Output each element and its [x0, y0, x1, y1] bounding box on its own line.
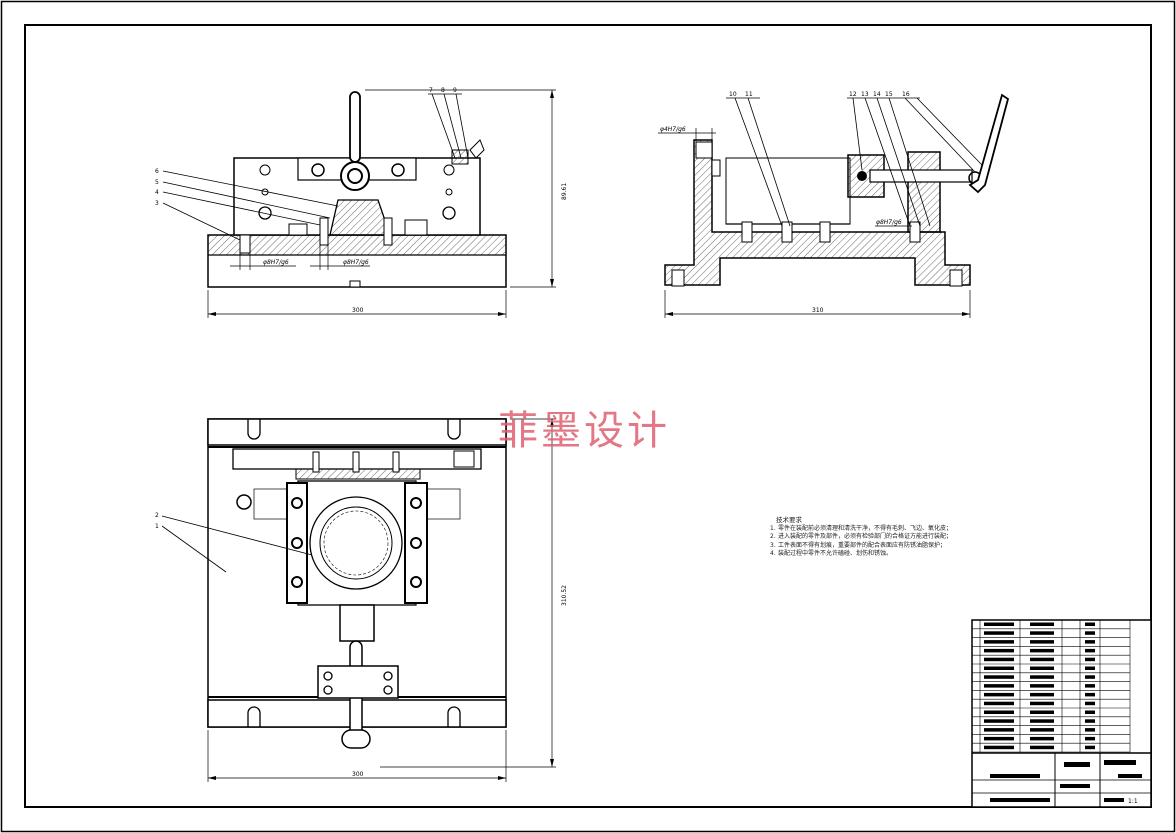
side-label-10: 10 [729, 91, 737, 98]
bom-row-code [984, 710, 1014, 714]
bom-row-code [984, 745, 1014, 750]
bom-row-qty [1085, 684, 1095, 688]
bom-row-code [984, 701, 1014, 706]
side-fit-inner: φ8H7/g6 [876, 219, 902, 226]
bom-row-name [1030, 710, 1054, 714]
bom-row-qty [1085, 701, 1095, 706]
side-clamp-handle [968, 93, 1010, 194]
bom-row-name [1030, 719, 1054, 723]
bom-row-code [984, 692, 1014, 697]
technical-requirements: 技术要求 1.零件在装配前必须清理和清洗干净，不得有毛刺、飞边、氧化皮； 2.进… [770, 516, 952, 559]
bom-row-qty [1085, 692, 1095, 697]
bom-row-qty [1085, 719, 1095, 723]
side-label-13: 13 [861, 91, 869, 98]
bom-row-code [984, 640, 1014, 644]
bom-row-code [984, 675, 1014, 679]
tech-title: 技术要求 [776, 516, 802, 524]
tech-item: 3.工件表面不得有划痕，重要部件的配合表面应有防锈油脂保护； [770, 542, 952, 551]
bom-row-name [1030, 745, 1054, 750]
front-label-9: 9 [453, 87, 457, 94]
side-label-16: 16 [902, 91, 910, 98]
tech-item-num: 2. [770, 533, 776, 540]
bom-row-name [1030, 684, 1054, 688]
bom-row-code [984, 728, 1014, 732]
bom-row-name [1030, 640, 1054, 644]
front-fit-left: φ8H7/g6 [263, 259, 289, 266]
tech-item: 1.零件在装配前必须清理和清洗干净，不得有毛刺、飞边、氧化皮； [770, 525, 952, 534]
front-label-3: 3 [155, 200, 159, 207]
side-width-dim: 310 [812, 307, 824, 314]
side-label-11: 11 [745, 91, 753, 98]
side-label-14: 14 [873, 91, 881, 98]
tech-item-text: 装配过程中零件不允许磕碰、划伤和锈蚀。 [778, 550, 893, 557]
bom-row-code [984, 684, 1014, 688]
bom-row-name [1030, 631, 1054, 635]
bom-row-name [1030, 675, 1054, 679]
bom-row-qty [1085, 728, 1095, 732]
title-block-scale: 1:1 [1128, 798, 1138, 805]
bom-row-name [1030, 657, 1054, 662]
inner-frame [24, 24, 1152, 808]
plan-width-dim: 300 [352, 771, 364, 778]
plan-label-2: 2 [155, 512, 159, 519]
side-label-12: 12 [849, 91, 857, 98]
front-width-dim: 300 [352, 307, 364, 314]
front-label-6: 6 [155, 168, 159, 175]
bom-row-qty [1085, 622, 1095, 626]
tech-item-num: 1. [770, 524, 776, 532]
tech-item-text: 工件表面不得有划痕，重要部件的配合表面应有防锈油脂保护； [778, 541, 947, 549]
bom-row-qty [1085, 710, 1095, 714]
tech-item-text: 零件在装配前必须清理和清洗干净，不得有毛刺、飞边、氧化皮； [778, 524, 953, 532]
bom-row-qty [1085, 640, 1095, 644]
bom-row-name [1030, 648, 1054, 653]
front-clamp-handle [349, 91, 361, 163]
bom-row-code [984, 736, 1014, 741]
bom-row-qty [1085, 648, 1095, 653]
front-label-7: 7 [429, 87, 433, 94]
bom-row-code [984, 622, 1014, 626]
bom-row-qty [1085, 745, 1095, 750]
bom-row-name [1030, 666, 1054, 670]
bom-row-qty [1085, 736, 1095, 741]
tech-item: 4.装配过程中零件不允许磕碰、划伤和锈蚀。 [770, 550, 952, 559]
bom-row-code [984, 657, 1014, 662]
side-fit-top: φ4H7/g6 [660, 126, 686, 133]
bom-row-code [984, 666, 1014, 670]
bom-rows [972, 620, 1131, 753]
tech-item: 2.进入装配的零件及部件，必须有检验部门的合格证方能进行装配； [770, 533, 952, 542]
bom-row-code [984, 631, 1014, 635]
bom-row-qty [1085, 666, 1095, 670]
title-block: 1:1 [971, 619, 1152, 808]
bom-row-name [1030, 728, 1054, 732]
bom-row-name [1030, 692, 1054, 697]
watermark-text: 菲墨设计 [498, 408, 670, 454]
plan-label-1: 1 [155, 523, 159, 530]
front-height-dim: 89.61 [561, 183, 568, 200]
bom-row-qty [1085, 631, 1095, 635]
bom-row-name [1030, 701, 1054, 706]
side-view: 10 11 12 13 14 15 16 φ4H7/g6 φ8H7/g6 310 [658, 91, 1010, 318]
bom-row-code [984, 719, 1014, 723]
tech-item-num: 3. [770, 541, 776, 549]
side-label-15: 15 [885, 91, 893, 98]
plan-height-dim: 310.52 [561, 585, 568, 606]
front-label-5: 5 [155, 179, 159, 186]
plan-view: 2 1 300 310.52 [155, 418, 568, 782]
bom-row-name [1030, 622, 1054, 626]
front-fit-right: φ8H7/g6 [343, 259, 369, 266]
front-label-4: 4 [155, 189, 159, 196]
front-label-8: 8 [441, 87, 445, 94]
front-view: 6 5 4 3 7 8 9 φ8H7/g6 φ8H7/g6 300 89.61 [155, 87, 568, 318]
bom-row-code [984, 648, 1014, 653]
bom-row-name [1030, 736, 1054, 741]
tech-item-text: 进入装配的零件及部件，必须有检验部门的合格证方能进行装配； [778, 533, 953, 540]
tech-item-num: 4. [770, 550, 776, 557]
bom-row-qty [1085, 675, 1095, 679]
bom-row-qty [1085, 657, 1095, 662]
